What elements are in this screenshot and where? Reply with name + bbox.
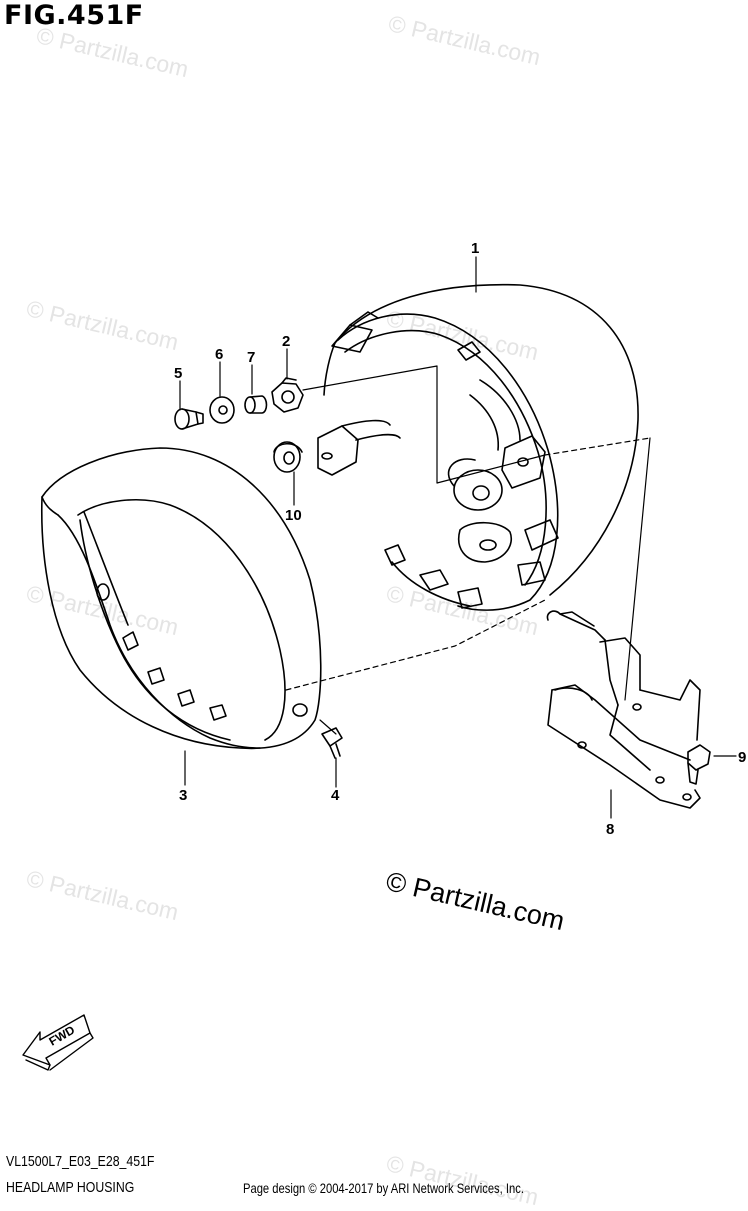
collar-part-7 xyxy=(244,395,268,414)
grommet-part-10 xyxy=(273,441,303,473)
bolt-part-9 xyxy=(687,744,711,785)
callout-7: 7 xyxy=(247,349,255,366)
model-code: VL1500L7_E03_E28_451F xyxy=(6,1153,155,1170)
figure-title: FIG.451F xyxy=(4,0,144,31)
screw-part-4 xyxy=(321,727,343,759)
callout-1: 1 xyxy=(471,240,479,257)
section-name: HEADLAMP HOUSING xyxy=(6,1179,135,1196)
callout-6: 6 xyxy=(215,346,223,363)
callout-10: 10 xyxy=(285,507,302,524)
screw-part-5 xyxy=(174,408,204,430)
fwd-arrow-icon xyxy=(22,1014,94,1071)
leader-lines xyxy=(179,256,737,819)
grommet-part-2 xyxy=(271,377,304,413)
washer-part-6 xyxy=(209,396,235,424)
headlamp-rim-ring xyxy=(40,447,322,750)
callout-9: 9 xyxy=(738,749,746,766)
page-credit: Page design © 2004-2017 by ARI Network S… xyxy=(243,1180,524,1196)
callout-4: 4 xyxy=(331,787,340,804)
callout-5: 5 xyxy=(174,365,182,382)
mounting-bracket-part-8 xyxy=(546,610,701,809)
callout-8: 8 xyxy=(606,821,614,838)
callout-3: 3 xyxy=(179,787,187,804)
callout-2: 2 xyxy=(282,333,290,350)
headlamp-housing-shell xyxy=(317,283,639,611)
